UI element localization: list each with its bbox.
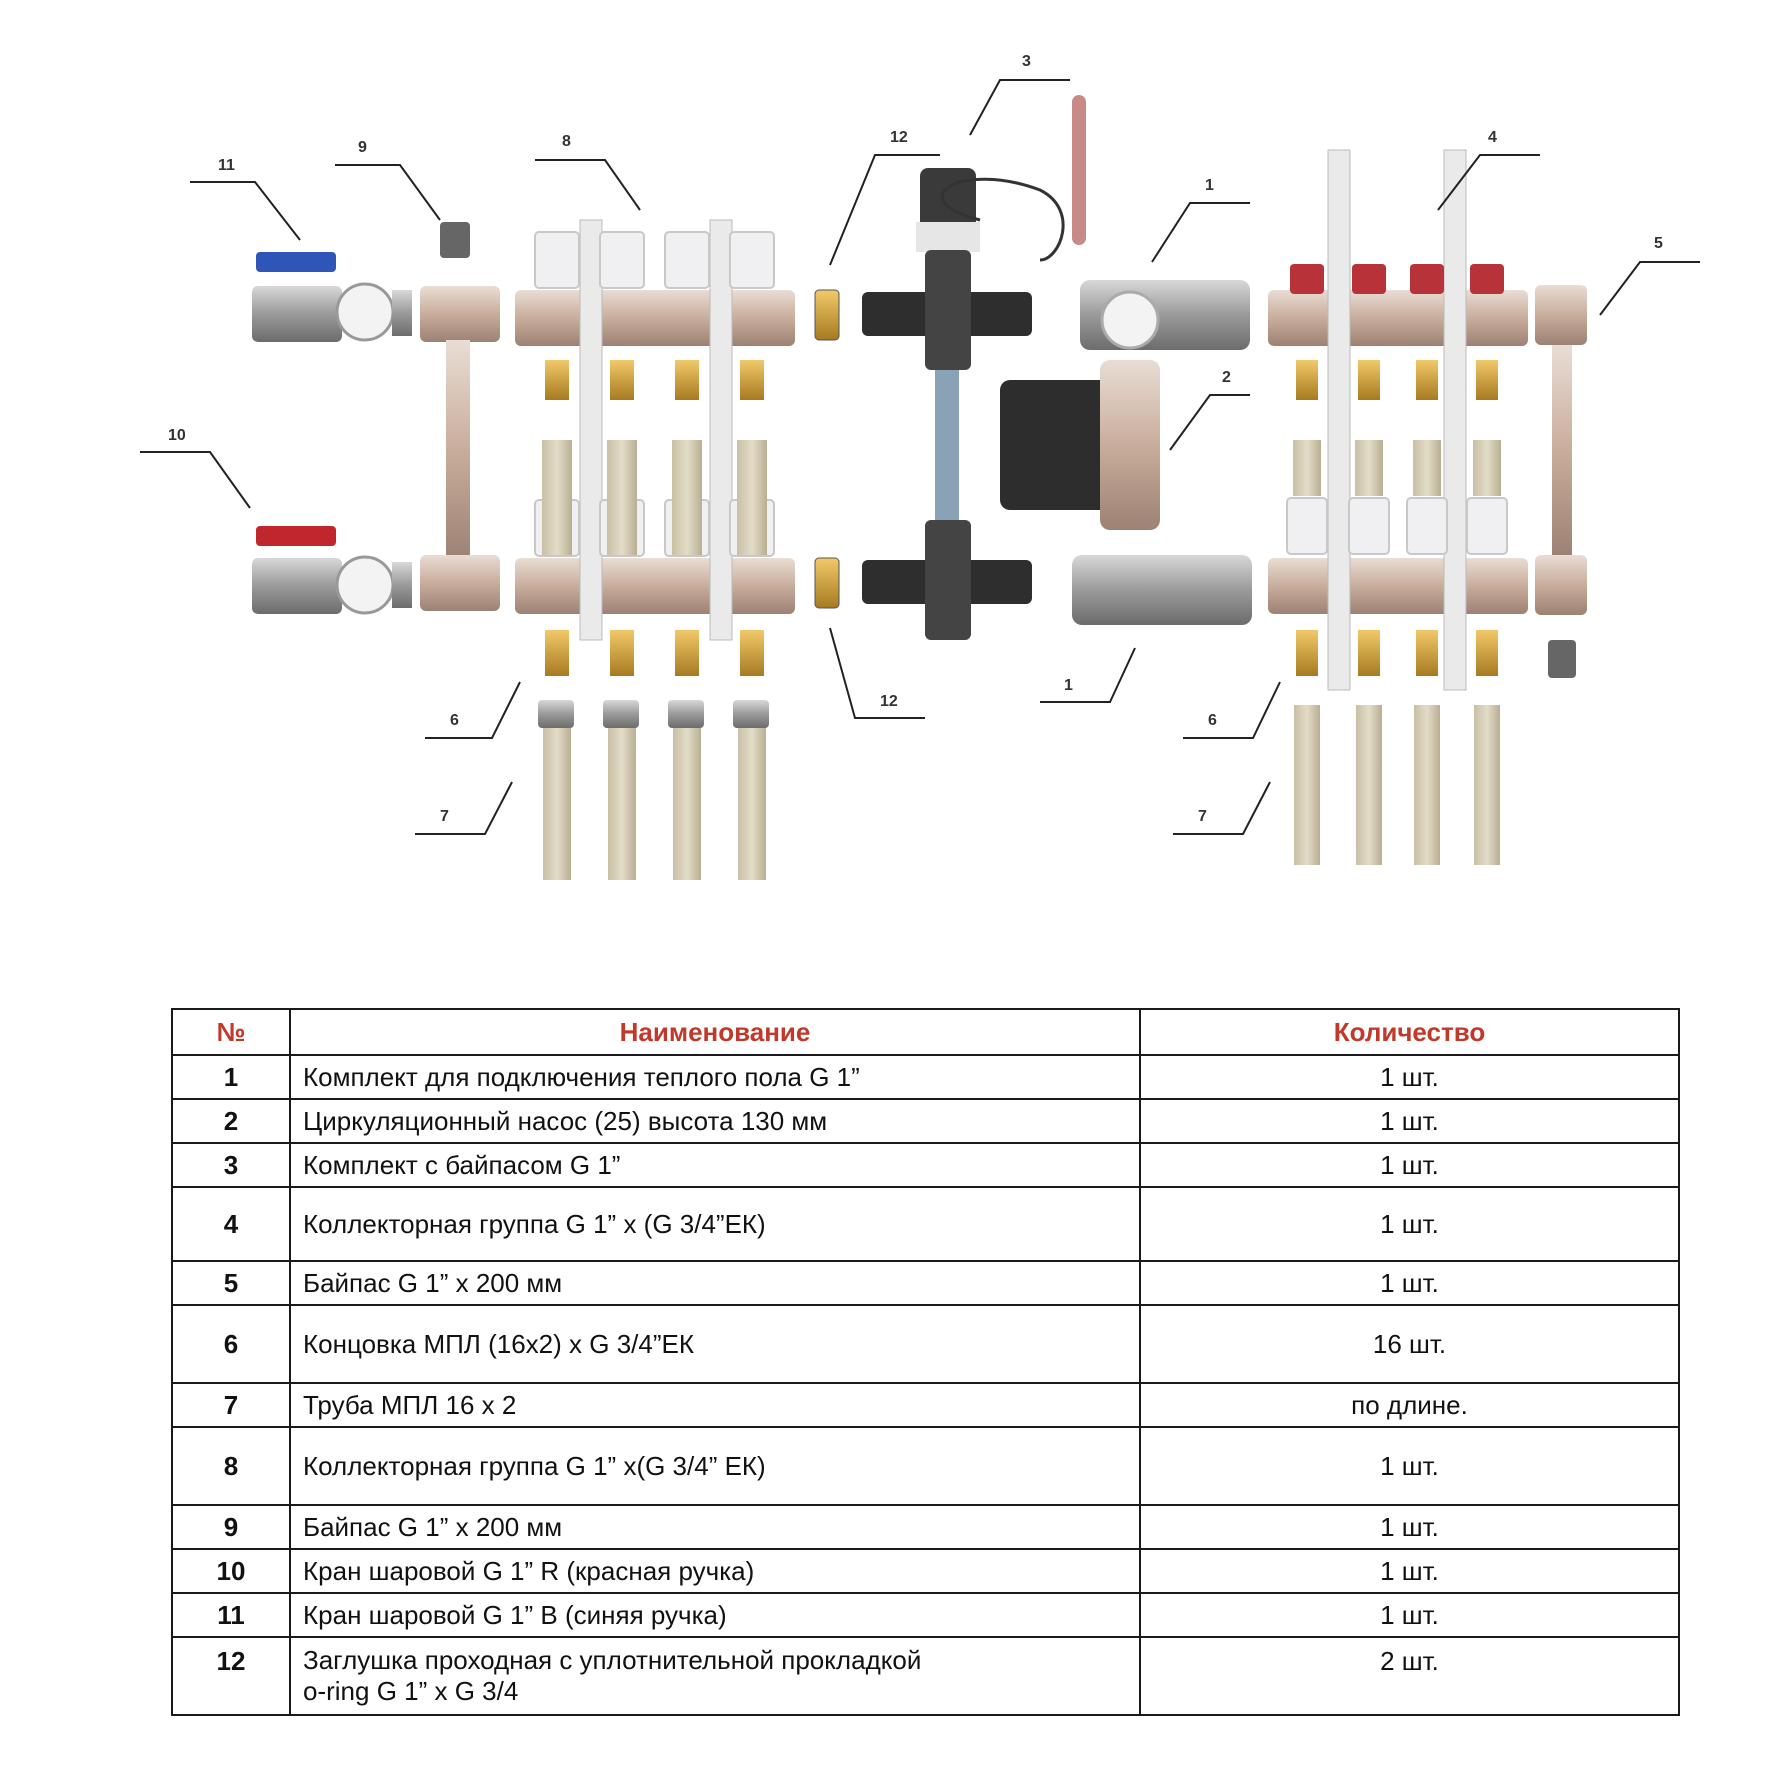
row-name: Комплект с байпасом G 1” [289,1142,1141,1188]
row-name: Циркуляционный насос (25) высота 130 мм [289,1098,1141,1144]
row-name: Кран шаровой G 1” B (синяя ручка) [289,1592,1141,1638]
ball-valve-blue [252,252,412,342]
row-qty: 1 шт. [1139,1548,1680,1594]
table-row: 2 Циркуляционный насос (25) высота 130 м… [171,1098,1680,1144]
row-num: 1 [171,1054,291,1100]
header-name: Наименование [289,1008,1141,1056]
callout-12-bottom: 12 [880,693,898,710]
table-header-row: № Наименование Количество [171,1008,1680,1056]
row-qty: 1 шт. [1139,1142,1680,1188]
plug-top [814,289,840,341]
table-row: 9 Байпас G 1” x 200 мм 1 шт. [171,1504,1680,1550]
row-qty: 1 шт. [1139,1592,1680,1638]
row-num: 2 [171,1098,291,1144]
callout-5: 5 [1654,235,1663,252]
assembly-diagram: 11 9 10 8 12 3 1 2 4 5 6 7 12 1 6 7 [140,53,1700,880]
table-row: 10 Кран шаровой G 1” R (красная ручка) 1… [171,1548,1680,1594]
callout-1-bottom: 1 [1064,677,1073,694]
bypass-right [1535,285,1587,678]
manifold-right [1268,149,1528,865]
row-num: 5 [171,1260,291,1306]
row-name: Заглушка проходная с уплотнительной прок… [289,1636,1141,1716]
table-row: 4 Коллекторная группа G 1” x (G 3/4”ЕК) … [171,1186,1680,1262]
row-qty: 1 шт. [1139,1426,1680,1506]
row-num: 12 [171,1636,291,1716]
callout-labels: 11 9 10 8 12 3 1 2 4 5 6 7 12 1 6 7 [168,53,1663,825]
callout-3: 3 [1022,53,1031,70]
row-qty: 16 шт. [1139,1304,1680,1384]
pump-assembly [1000,280,1252,625]
row-num: 11 [171,1592,291,1638]
callout-9: 9 [358,139,367,156]
row-name: Коллекторная группа G 1” x (G 3/4”ЕК) [289,1186,1141,1262]
callout-10: 10 [168,427,186,444]
row-name: Труба МПЛ 16 x 2 [289,1382,1141,1428]
row-num: 6 [171,1304,291,1384]
row-num: 8 [171,1426,291,1506]
plug-bottom [814,557,840,609]
row-qty: по длине. [1139,1382,1680,1428]
callout-6-right: 6 [1208,712,1217,729]
row-qty: 1 шт. [1139,1098,1680,1144]
row-name: Байпас G 1” x 200 мм [289,1504,1141,1550]
table-row: 7 Труба МПЛ 16 x 2 по длине. [171,1382,1680,1428]
row-num: 10 [171,1548,291,1594]
row-num: 7 [171,1382,291,1428]
table-row: 12 Заглушка проходная с уплотнительной п… [171,1636,1680,1716]
callouts [140,79,1700,835]
table-row: 6 Концовка МПЛ (16x2) x G 3/4”ЕК 16 шт. [171,1304,1680,1384]
row-qty: 1 шт. [1139,1260,1680,1306]
table-row: 11 Кран шаровой G 1” B (синяя ручка) 1 ш… [171,1592,1680,1638]
row-name-line-2: o-ring G 1” x G 3/4 [303,1676,519,1706]
callout-8: 8 [562,133,571,150]
callout-6-left: 6 [450,712,459,729]
callout-11: 11 [218,157,235,174]
bypass-left [420,222,500,611]
row-name: Коллекторная группа G 1” x(G 3/4” ЕК) [289,1426,1141,1506]
row-name: Концовка МПЛ (16x2) x G 3/4”ЕК [289,1304,1141,1384]
callout-7-right: 7 [1198,808,1207,825]
row-qty: 1 шт. [1139,1186,1680,1262]
callout-1-top: 1 [1205,177,1214,194]
row-qty: 2 шт. [1139,1636,1680,1716]
table-row: 5 Байпас G 1” x 200 мм 1 шт. [171,1260,1680,1306]
row-num: 9 [171,1504,291,1550]
ball-valve-red [252,526,412,615]
table-row: 1 Комплект для подключения теплого пола … [171,1054,1680,1100]
callout-12-top: 12 [890,129,908,146]
callout-2: 2 [1222,369,1231,386]
row-name: Байпас G 1” x 200 мм [289,1260,1141,1306]
table-row: 8 Коллекторная группа G 1” x(G 3/4” ЕК) … [171,1426,1680,1506]
mixing-unit [862,95,1086,640]
row-num: 3 [171,1142,291,1188]
row-num: 4 [171,1186,291,1262]
row-name: Кран шаровой G 1” R (красная ручка) [289,1548,1141,1594]
row-qty: 1 шт. [1139,1054,1680,1100]
callout-7-left: 7 [440,808,449,825]
header-num: № [171,1008,291,1056]
row-name: Комплект для подключения теплого пола G … [289,1054,1141,1100]
row-qty: 1 шт. [1139,1504,1680,1550]
row-name-line-1: Заглушка проходная с уплотнительной прок… [303,1645,922,1675]
callout-4: 4 [1488,129,1497,146]
header-qty: Количество [1139,1008,1680,1056]
manifold-left [515,219,795,880]
parts-table: № Наименование Количество 1 Комплект для… [171,1008,1680,1716]
table-row: 3 Комплект с байпасом G 1” 1 шт. [171,1142,1680,1188]
